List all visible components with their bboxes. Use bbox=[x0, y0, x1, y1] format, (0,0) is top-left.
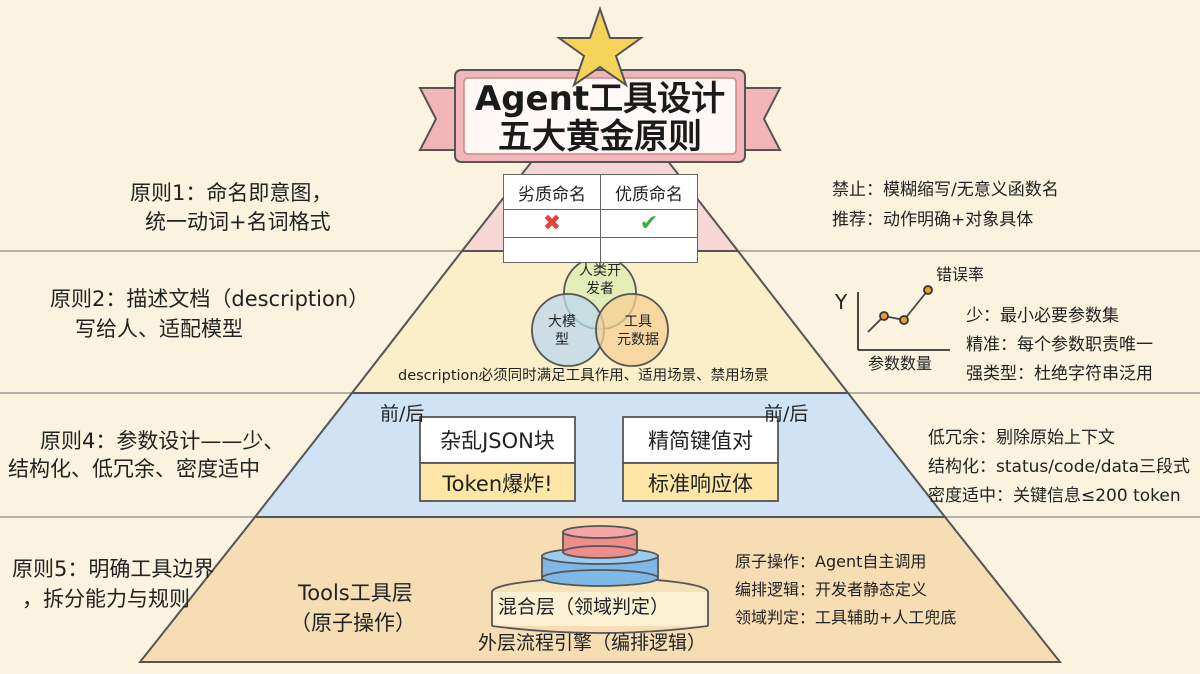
boundary-rule-domain: 领域判定：工具辅助+人工兜底 bbox=[735, 608, 957, 627]
principle-4-subtitle: 结构化、低冗余、密度适中 bbox=[8, 457, 260, 481]
before-after-left-label: 前/后 bbox=[380, 403, 425, 425]
venn-label-metadata: 工具 元数据 bbox=[617, 314, 659, 348]
after-box bbox=[622, 416, 779, 502]
principle-4-title: 原则4：参数设计——少、 bbox=[40, 429, 285, 453]
cross-icon: ✖ bbox=[542, 211, 562, 236]
output-rule-redundancy: 低冗余：剔除原始上下文 bbox=[928, 428, 1115, 448]
principle-1-subtitle: 统一动词+名词格式 bbox=[145, 210, 331, 234]
mixed-layer-label: 混合层（领域判定） bbox=[498, 596, 670, 618]
naming-rule-forbid: 禁止：模糊缩写/无意义函数名 bbox=[832, 180, 1059, 200]
principle-5-title: 原则5：明确工具边界 bbox=[12, 557, 215, 581]
outer-layer-label: 外层流程引擎（编排逻辑） bbox=[478, 632, 707, 654]
error-rate-chart bbox=[857, 285, 950, 351]
title-banner bbox=[418, 69, 782, 163]
tools-layer-label: Tools工具层 bbox=[298, 581, 413, 605]
good-naming-cell: ✔ bbox=[600, 209, 698, 238]
chart-title: 错误率 bbox=[936, 265, 985, 284]
before-after-right-label: 前/后 bbox=[764, 403, 809, 425]
output-rule-structure: 结构化：status/code/data三段式 bbox=[928, 457, 1190, 477]
before-box bbox=[419, 416, 576, 502]
star-icon bbox=[555, 5, 645, 88]
bad-naming-cell: ✖ bbox=[503, 209, 601, 238]
principle-5-subtitle: ，拆分能力与规则 bbox=[22, 587, 190, 611]
boundary-rule-orchestration: 编排逻辑：开发者静态定义 bbox=[735, 580, 928, 599]
chart-y-label: Y bbox=[835, 290, 848, 314]
bad-naming-header: 劣质命名 bbox=[503, 174, 601, 210]
empty-cell bbox=[503, 237, 601, 263]
param-rule-few: 少：最小必要参数集 bbox=[966, 306, 1119, 326]
check-icon: ✔ bbox=[639, 211, 659, 236]
layer-params bbox=[252, 392, 948, 518]
naming-comparison-table: 劣质命名 优质命名 ✖ ✔ bbox=[503, 174, 698, 263]
principle-2-title: 原则2：描述文档（description） bbox=[50, 287, 370, 311]
description-caption: description必须同时满足工具作用、适用场景、禁用场景 bbox=[398, 368, 769, 384]
chart-x-label: 参数数量 bbox=[868, 354, 933, 373]
messy-json-label: 杂乱JSON块 bbox=[440, 429, 555, 453]
empty-cell bbox=[600, 237, 698, 263]
title-line-2: 五大黄金原则 bbox=[498, 117, 702, 157]
standard-response-label: 标准响应体 bbox=[648, 472, 753, 496]
boundary-rule-atomic: 原子操作：Agent自主调用 bbox=[735, 552, 927, 571]
good-naming-header: 优质命名 bbox=[600, 174, 698, 210]
naming-rule-recommend: 推荐：动作明确+对象具体 bbox=[832, 210, 1034, 230]
venn-label-llm: 大模 型 bbox=[548, 314, 576, 348]
token-explosion-label: Token爆炸! bbox=[442, 472, 553, 496]
title-line-1: Agent工具设计 bbox=[474, 79, 726, 119]
tools-layer-sublabel: （原子操作） bbox=[290, 611, 416, 635]
venn-diagram bbox=[531, 256, 669, 367]
principle-1-title: 原则1：命名即意图， bbox=[130, 181, 333, 205]
concise-kv-label: 精简键值对 bbox=[648, 429, 753, 453]
param-rule-precise: 精准：每个参数职责唯一 bbox=[966, 335, 1153, 355]
output-rule-density: 密度适中：关键信息≤200 token bbox=[928, 486, 1181, 506]
venn-label-developer: 人类开 发者 bbox=[579, 263, 621, 297]
principle-2-subtitle: 写给人、适配模型 bbox=[75, 317, 243, 341]
layer-stack-icon bbox=[491, 525, 709, 634]
param-rule-typed: 强类型：杜绝字符串泛用 bbox=[966, 364, 1153, 384]
